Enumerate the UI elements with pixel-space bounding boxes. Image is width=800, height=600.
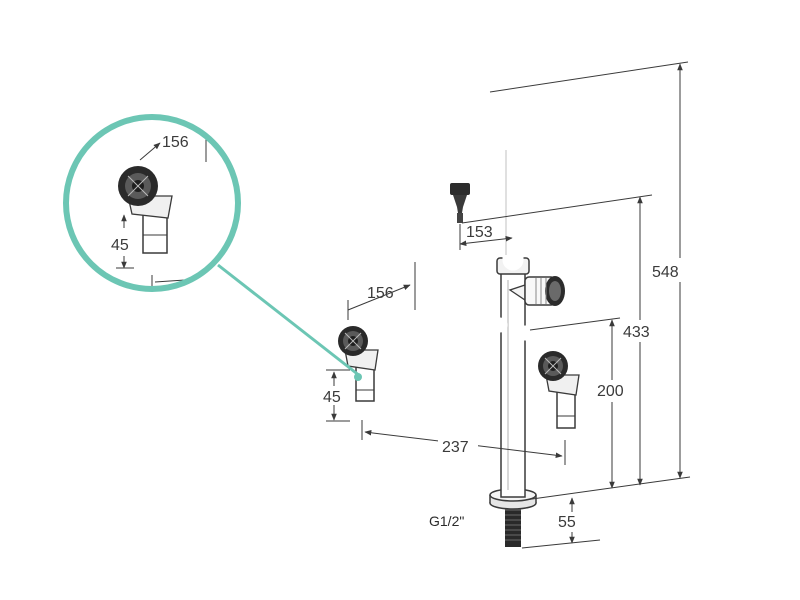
label-spout-reach: 153 [466, 224, 493, 241]
label-base-height: 55 [558, 514, 576, 531]
label-overall-height: 548 [652, 264, 679, 281]
label-outlet-drop: 45 [323, 389, 341, 406]
label-thread: G1/2" [429, 513, 464, 529]
threaded-stem [505, 505, 521, 547]
right-arm [517, 325, 610, 370]
label-arm-span: 237 [442, 439, 469, 456]
detail-content [66, 117, 238, 289]
label-valve-offset: 156 [367, 285, 394, 302]
detail-circle [63, 114, 241, 292]
side-outlet [508, 276, 565, 306]
label-spout-height: 433 [623, 324, 650, 341]
faucet-body [338, 84, 610, 547]
serrated-nozzle [450, 183, 470, 223]
label-detail-drop: 45 [111, 237, 129, 254]
label-detail-offset: 156 [162, 134, 189, 151]
left-arm [364, 314, 508, 353]
detail-callout [63, 114, 362, 381]
gooseneck-spout [449, 84, 524, 271]
label-side-height: 200 [597, 383, 624, 400]
right-valve [538, 351, 580, 429]
left-valve [338, 326, 379, 402]
column [496, 257, 530, 498]
dimension-labels: 548 433 200 55 153 237 156 45 156 45 G1/… [111, 134, 690, 532]
